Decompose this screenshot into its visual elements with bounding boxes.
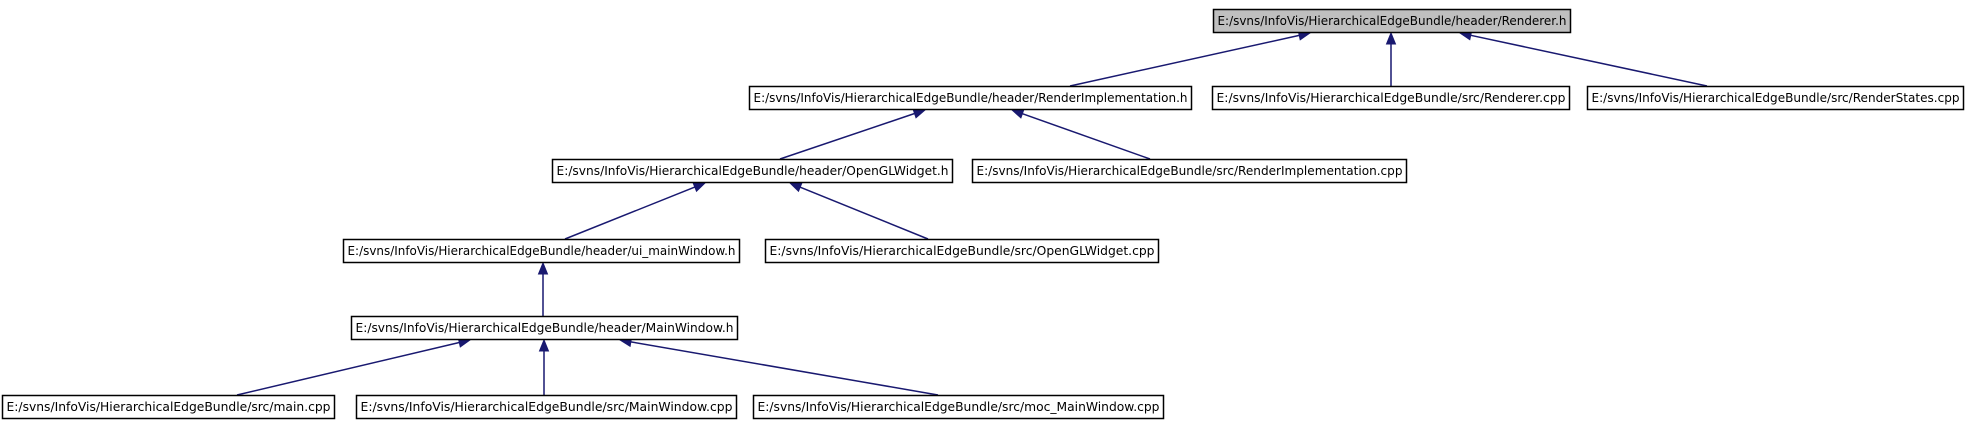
edge-mainwindow_h-to-ui_mainwindow_h — [537, 261, 549, 316]
edge-line — [779, 112, 915, 160]
node-label: E:/svns/InfoVis/HierarchicalEdgeBundle/h… — [1218, 14, 1567, 29]
node-renderimpl-cpp[interactable]: E:/svns/InfoVis/HierarchicalEdgeBundle/s… — [971, 158, 1408, 184]
edge-ui_mainwindow_h-to-openglwidget_h — [564, 182, 707, 240]
edge-arrowhead — [692, 182, 707, 193]
node-label: E:/svns/InfoVis/HierarchicalEdgeBundle/s… — [361, 400, 733, 415]
node-box[interactable] — [355, 394, 738, 420]
nodes-layer: E:/svns/InfoVis/HierarchicalEdgeBundle/h… — [1, 8, 1965, 420]
node-box[interactable] — [350, 315, 739, 341]
node-ui-mainwindow-h[interactable]: E:/svns/InfoVis/HierarchicalEdgeBundle/h… — [342, 238, 741, 264]
edge-openglwidget_h-to-renderimpl_h — [779, 108, 927, 160]
node-label: E:/svns/InfoVis/HierarchicalEdgeBundle/s… — [758, 400, 1160, 415]
edge-line — [1069, 34, 1300, 87]
edge-mainwindow_cpp-to-mainwindow_h — [538, 338, 550, 395]
node-label: E:/svns/InfoVis/HierarchicalEdgeBundle/s… — [770, 244, 1155, 259]
node-mainwindow-h[interactable]: E:/svns/InfoVis/HierarchicalEdgeBundle/h… — [350, 315, 739, 341]
edges-layer — [236, 30, 1708, 396]
node-renderer-h[interactable]: E:/svns/InfoVis/HierarchicalEdgeBundle/h… — [1212, 8, 1572, 34]
edge-openglwidget_cpp-to-openglwidget_h — [788, 182, 929, 240]
node-renderimpl-h[interactable]: E:/svns/InfoVis/HierarchicalEdgeBundle/h… — [748, 85, 1193, 111]
edge-arrowhead — [1010, 108, 1025, 119]
edge-arrowhead — [912, 108, 927, 119]
edge-line — [1470, 34, 1708, 87]
node-label: E:/svns/InfoVis/HierarchicalEdgeBundle/s… — [977, 164, 1403, 179]
node-label: E:/svns/InfoVis/HierarchicalEdgeBundle/h… — [557, 164, 949, 179]
edge-renderer_cpp-to-renderer_h — [1385, 31, 1397, 86]
node-label: E:/svns/InfoVis/HierarchicalEdgeBundle/s… — [7, 400, 331, 415]
node-box[interactable] — [1211, 85, 1571, 111]
node-renderer-cpp[interactable]: E:/svns/InfoVis/HierarchicalEdgeBundle/s… — [1211, 85, 1571, 111]
node-label: E:/svns/InfoVis/HierarchicalEdgeBundle/h… — [348, 244, 736, 259]
edge-arrowhead — [788, 182, 803, 193]
edge-main_cpp-to-mainwindow_h — [236, 337, 472, 396]
edge-line — [799, 186, 929, 240]
node-label: E:/svns/InfoVis/HierarchicalEdgeBundle/h… — [356, 321, 734, 336]
node-box[interactable] — [971, 158, 1408, 184]
edge-line — [236, 341, 460, 396]
edge-line — [630, 341, 939, 396]
node-box[interactable] — [342, 238, 741, 264]
edge-renderstates_cpp-to-renderer_h — [1458, 30, 1708, 87]
edge-arrowhead — [537, 261, 549, 275]
node-openglwidget-h[interactable]: E:/svns/InfoVis/HierarchicalEdgeBundle/h… — [551, 158, 954, 184]
node-box[interactable] — [752, 394, 1165, 420]
node-label: E:/svns/InfoVis/HierarchicalEdgeBundle/h… — [754, 91, 1188, 106]
node-box[interactable] — [748, 85, 1193, 111]
node-box[interactable] — [764, 238, 1160, 264]
edge-line — [564, 186, 696, 240]
edge-line — [1022, 112, 1151, 160]
node-openglwidget-cpp[interactable]: E:/svns/InfoVis/HierarchicalEdgeBundle/s… — [764, 238, 1160, 264]
edge-arrowhead — [1385, 31, 1397, 45]
edge-moc_mainwindow_cpp-to-mainwindow_h — [618, 336, 939, 396]
edge-arrowhead — [538, 338, 550, 352]
node-main-cpp[interactable]: E:/svns/InfoVis/HierarchicalEdgeBundle/s… — [1, 394, 336, 420]
edge-renderimpl_cpp-to-renderimpl_h — [1010, 108, 1151, 160]
node-box[interactable] — [1586, 85, 1965, 111]
node-box[interactable] — [1212, 8, 1572, 34]
node-box[interactable] — [551, 158, 954, 184]
node-mainwindow-cpp[interactable]: E:/svns/InfoVis/HierarchicalEdgeBundle/s… — [355, 394, 738, 420]
edge-renderimpl_h-to-renderer_h — [1069, 30, 1312, 87]
node-label: E:/svns/InfoVis/HierarchicalEdgeBundle/s… — [1592, 91, 1960, 106]
node-box[interactable] — [1, 394, 336, 420]
node-label: E:/svns/InfoVis/HierarchicalEdgeBundle/s… — [1217, 91, 1566, 106]
node-renderstates-cpp[interactable]: E:/svns/InfoVis/HierarchicalEdgeBundle/s… — [1586, 85, 1965, 111]
node-moc-mainwindow-cpp[interactable]: E:/svns/InfoVis/HierarchicalEdgeBundle/s… — [752, 394, 1165, 420]
